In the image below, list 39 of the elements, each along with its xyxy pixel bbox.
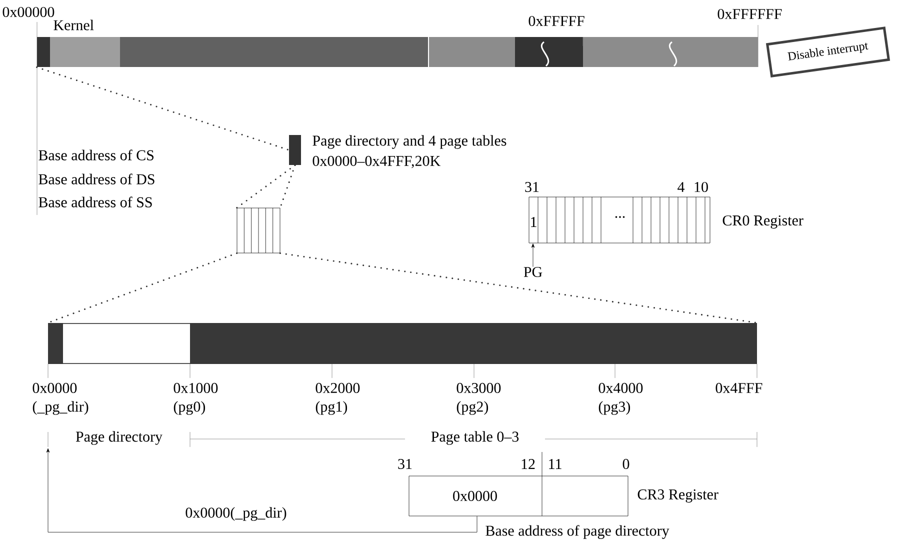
page-memory-bar [48,323,757,364]
zoom-line [36,66,290,151]
page-directory-block [289,135,301,165]
dimension-label: Page table 0–3 [431,431,519,445]
address-label: 0x0000 [32,382,77,394]
label: Base address of page directory [486,525,670,539]
label: Base address of DS [38,174,154,184]
arrow [531,244,535,267]
address-label: (pg2) [456,401,488,415]
register-box: 1 ... [528,196,710,244]
zoom-line [279,252,758,324]
node-label: CR0 Register [722,215,804,229]
label: Kernel [54,20,94,30]
bit-number: 31 [525,182,539,192]
address-label: (pg3) [598,401,630,415]
bit-label: PG [524,266,542,278]
edge-label: 0x0000(_pg_dir) [184,506,288,522]
dimension-label: Page directory [76,431,162,445]
label: Base address of CS [38,150,154,160]
label: Base address of SS [38,196,152,208]
node-label: Page directory and 4 page tables [312,135,506,149]
address-label: 0x1000 [174,382,218,394]
bit-number: 0 [622,458,630,470]
address-label: 0x3000 [456,382,501,394]
address-label: 0xFFFFF [528,16,584,26]
node-label: 0x0000–0x4FFF,20K [312,156,440,168]
address-label: 0x00000 [2,6,54,18]
address-label: (_pg_dir) [32,401,88,415]
address-label: 0x4FFF [716,382,762,394]
arrow [46,448,478,532]
address-label: (pg0) [174,401,206,415]
address-label: 0x2000 [316,382,360,394]
kernel-block [37,37,50,67]
address-label: 0xFFFFFF [718,8,782,20]
zoom-line [47,252,238,324]
node-label: CR3 Register [638,489,718,503]
address-label: (pg1) [316,401,348,415]
page-table-icon [236,208,280,254]
address-label: 0x4000 [598,382,643,394]
